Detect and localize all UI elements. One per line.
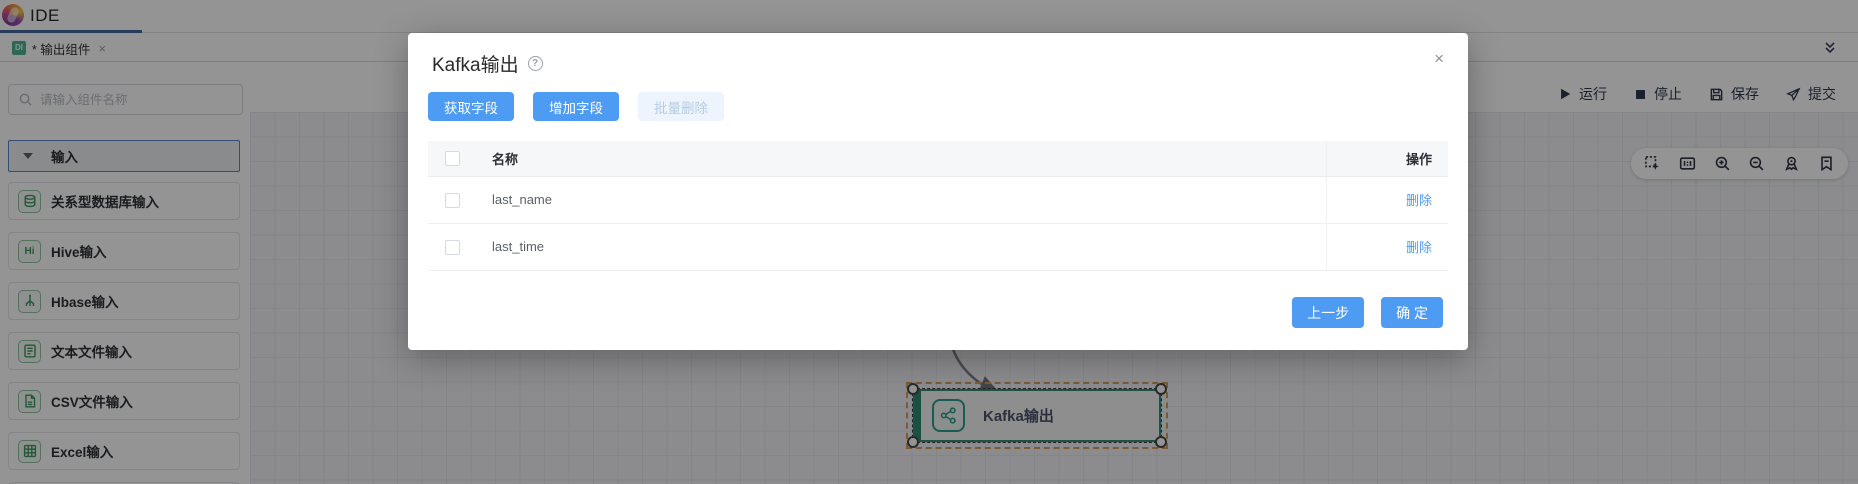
play-icon: [1561, 88, 1571, 100]
select-all-checkbox[interactable]: [444, 151, 460, 167]
delete-link[interactable]: 删除: [1405, 193, 1432, 208]
tab-close-icon[interactable]: ×: [98, 40, 106, 56]
fields-table: 名称 操作 last_name 删除 last_time 删除: [428, 141, 1448, 271]
double-chevron-down-icon[interactable]: [1822, 40, 1838, 56]
search-icon: [19, 93, 32, 106]
sidebar-item-rdb-input[interactable]: 关系型数据库输入: [8, 182, 240, 220]
table-header-row: 名称 操作: [428, 141, 1448, 177]
batch-delete-button[interactable]: 批量删除: [638, 92, 724, 121]
paper-plane-icon: [1786, 87, 1801, 101]
sidebar-section-input[interactable]: 输入: [8, 140, 240, 172]
confirm-button[interactable]: 确 定: [1381, 297, 1443, 328]
component-search[interactable]: [8, 84, 243, 115]
modal-footer: 上一步 确 定: [1292, 297, 1443, 328]
submit-button[interactable]: 提交: [1786, 84, 1836, 104]
row-checkbox[interactable]: [444, 239, 460, 255]
sidebar-item-label: Hbase输入: [51, 295, 119, 310]
help-icon[interactable]: ?: [527, 56, 543, 71]
run-toolbar: 运行 停止 保存 提交: [1558, 84, 1836, 104]
app-header: IDE: [0, 0, 1858, 33]
sidebar-item-label: 关系型数据库输入: [51, 195, 159, 210]
action-column-header: 操作: [1325, 141, 1448, 177]
modal-title: Kafka输出: [432, 55, 519, 76]
field-name: last_name: [476, 176, 1326, 224]
database-icon: [18, 189, 41, 213]
share-network-icon: [932, 399, 965, 432]
field-name: last_time: [476, 223, 1326, 271]
kafka-output-node[interactable]: Kafka输出: [906, 382, 1168, 449]
save-button[interactable]: 保存: [1709, 84, 1759, 104]
csv-file-icon: [18, 389, 41, 413]
save-label: 保存: [1731, 86, 1759, 102]
section-label: 输入: [51, 150, 78, 165]
fetch-fields-button[interactable]: 获取字段: [428, 92, 514, 121]
sidebar-item-label: 文本文件输入: [51, 345, 132, 360]
sidebar-item-label: Hive输入: [51, 245, 107, 260]
marquee-select-icon[interactable]: [1644, 155, 1661, 172]
node-label: Kafka输出: [983, 408, 1054, 425]
node-selection-outline: [906, 382, 1168, 449]
node-status-bar: [915, 391, 921, 440]
sidebar-item-excel-input[interactable]: Excel输入: [8, 432, 240, 470]
node-handle[interactable]: [907, 436, 919, 448]
kafka-output-modal: Kafka输出 ? × 获取字段 增加字段 批量删除 名称 操作 last_na…: [408, 33, 1468, 350]
tab-label: * 输出组件: [32, 42, 91, 57]
sidebar-item-text-file-input[interactable]: 文本文件输入: [8, 332, 240, 370]
add-field-button[interactable]: 增加字段: [533, 92, 619, 121]
hive-icon: Hi: [18, 239, 41, 263]
modal-close-icon[interactable]: ×: [1434, 49, 1444, 68]
app-logo-icon: [2, 4, 24, 26]
locate-icon[interactable]: [1783, 155, 1800, 172]
previous-step-button[interactable]: 上一步: [1292, 297, 1365, 328]
delete-link[interactable]: 删除: [1405, 240, 1432, 255]
stop-label: 停止: [1654, 86, 1682, 102]
node-handle[interactable]: [1155, 436, 1167, 448]
text-file-icon: [18, 339, 41, 363]
excel-icon: [18, 439, 41, 463]
header-accent: [0, 30, 142, 33]
sidebar-item-label: Excel输入: [51, 445, 114, 460]
table-row: last_time 删除: [428, 223, 1448, 271]
stop-button[interactable]: 停止: [1634, 84, 1682, 104]
search-input[interactable]: [40, 92, 233, 107]
save-icon: [1710, 88, 1723, 100]
sidebar-item-csv-file-input[interactable]: CSV文件输入: [8, 382, 240, 420]
tab-type-badge: DI: [12, 41, 26, 55]
zoom-in-icon[interactable]: [1714, 155, 1731, 172]
node-handle[interactable]: [1155, 383, 1167, 395]
node-body[interactable]: Kafka输出: [912, 388, 1162, 443]
hbase-icon: [18, 289, 41, 313]
canvas-tools: [1631, 148, 1848, 179]
tab-output-component[interactable]: DI * 输出组件 ×: [8, 37, 110, 59]
actual-size-icon[interactable]: [1679, 155, 1696, 172]
header-divider: [0, 32, 1858, 33]
app-title: IDE: [30, 6, 60, 25]
row-checkbox[interactable]: [444, 192, 460, 208]
edge-connector: [950, 345, 1000, 395]
sidebar-item-label: CSV文件输入: [51, 395, 133, 410]
bookmark-icon[interactable]: [1818, 155, 1835, 172]
zoom-out-icon[interactable]: [1748, 155, 1765, 172]
table-row: last_name 删除: [428, 176, 1448, 224]
node-handle[interactable]: [907, 383, 919, 395]
component-sidebar: 输入 关系型数据库输入 Hi Hive输入 Hbase输入 文本文件输入: [0, 62, 250, 484]
caret-down-icon: [23, 153, 33, 159]
run-label: 运行: [1579, 86, 1607, 102]
submit-label: 提交: [1808, 86, 1836, 102]
name-column-header: 名称: [476, 141, 1326, 177]
run-button[interactable]: 运行: [1558, 84, 1607, 104]
stop-icon: [1636, 89, 1645, 99]
modal-actions: 获取字段 增加字段 批量删除: [428, 92, 724, 121]
sidebar-item-hive-input[interactable]: Hi Hive输入: [8, 232, 240, 270]
sidebar-item-hbase-input[interactable]: Hbase输入: [8, 282, 240, 320]
